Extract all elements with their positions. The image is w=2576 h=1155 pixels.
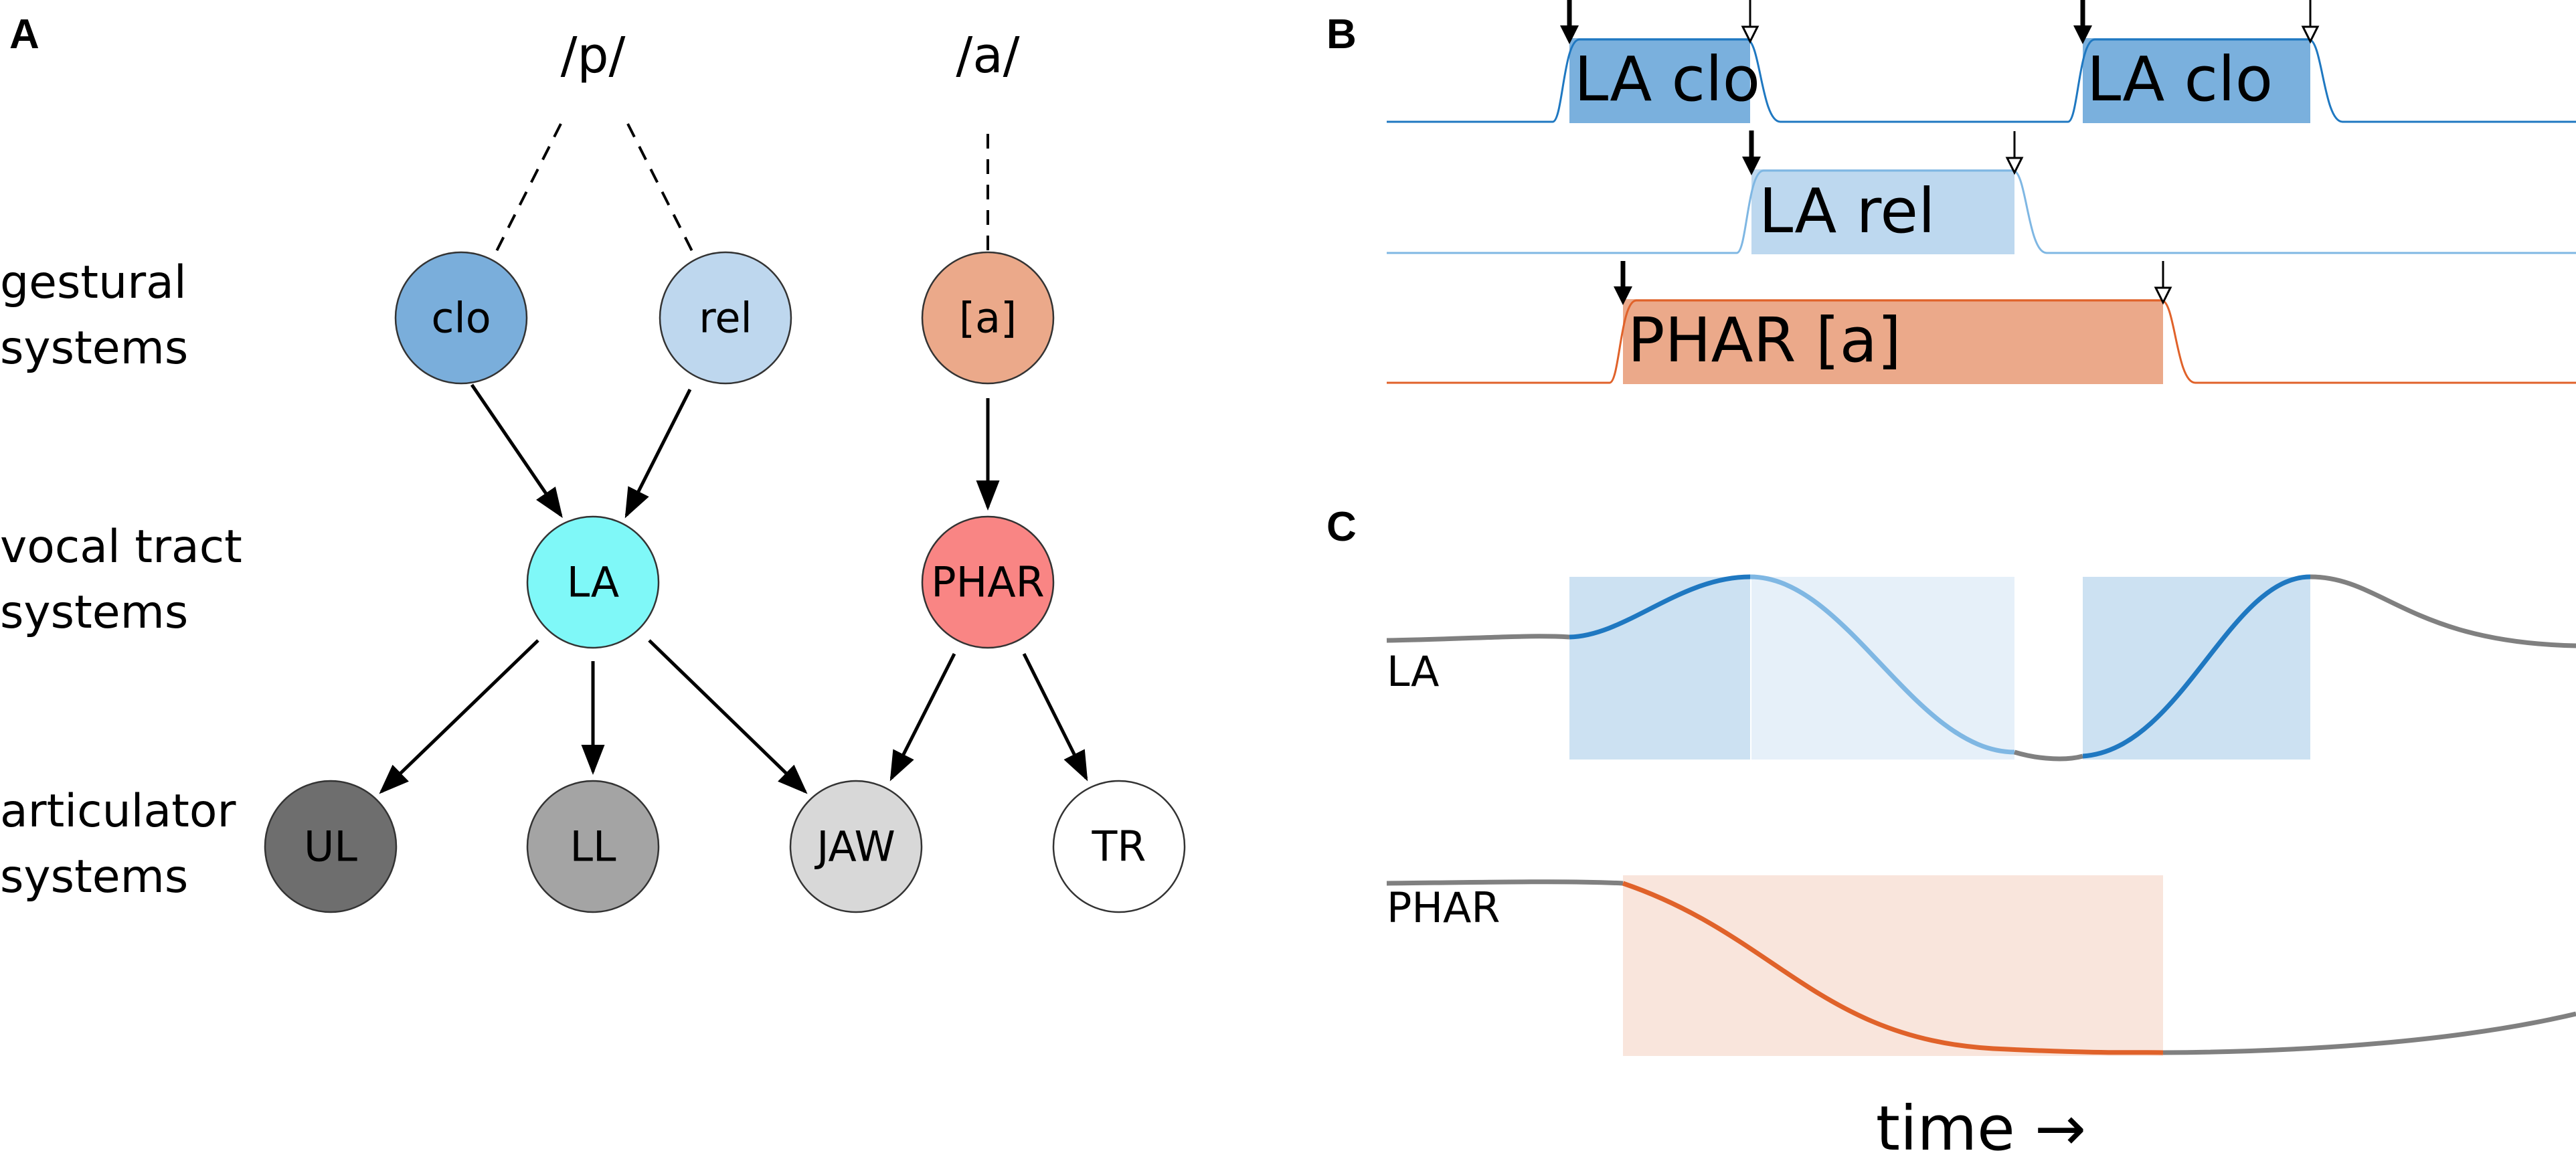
- la-trajectory-rel: [1749, 574, 2015, 755]
- node-rel-circle: [659, 251, 792, 385]
- panel-c: C LA PHAR time →: [1326, 504, 2576, 1155]
- la-trajectory-neutral-start: [1386, 634, 1570, 643]
- la-interval-clo-2: [2083, 577, 2310, 760]
- vocal-label-line1: vocal tract: [0, 521, 242, 573]
- arrow-rel-la: [624, 388, 692, 519]
- la-trajectory-rel-trough: [2013, 749, 2083, 762]
- node-tr: TR: [1052, 780, 1186, 913]
- node-tr-circle: [1052, 780, 1186, 913]
- la-trajectory-clo-1: [1569, 574, 1751, 640]
- gesture-label-la-clo-2: LA clo: [2087, 43, 2273, 115]
- panel-a-letter: A: [9, 11, 39, 58]
- onset-arrow-phar-a: [1614, 261, 1632, 305]
- trajectory-label-la: LA: [1387, 647, 1439, 696]
- node-clo: clo: [394, 251, 528, 385]
- gesture-label-la-clo-1: LA clo: [1574, 43, 1760, 115]
- gesture-box-la-clo-2: [2083, 38, 2310, 123]
- node-phar-circle: [921, 515, 1055, 649]
- gesture-label-la-rel: LA rel: [1759, 175, 1936, 247]
- artic-label-line2: systems: [0, 851, 188, 903]
- activation-line-la-clo: [1387, 38, 2576, 123]
- node-rel-label: rel: [699, 294, 752, 343]
- offset-arrow-la-clo-2: [2301, 0, 2320, 44]
- node-tr-label: TR: [1092, 822, 1146, 871]
- time-axis-label: time →: [1876, 1093, 2086, 1155]
- dash-p-rel: [626, 123, 693, 252]
- phoneme-a: /a/: [956, 27, 1019, 84]
- offset-arrow-la-clo-1: [1741, 0, 1759, 44]
- onset-arrow-la-clo-2: [2073, 0, 2092, 44]
- phoneme-p: /p/: [561, 27, 626, 84]
- node-la-circle: [526, 515, 660, 649]
- node-a: [a]: [921, 251, 1055, 385]
- arrow-phar-jaw: [889, 652, 956, 782]
- arrow-phar-tr: [1022, 652, 1088, 782]
- node-la: LA: [526, 515, 660, 649]
- gestural-label-line2: systems: [0, 322, 188, 375]
- node-clo-label: clo: [431, 294, 491, 343]
- phar-trajectory-neutral-start: [1386, 879, 1624, 886]
- onset-arrow-la-clo-1: [1560, 0, 1579, 44]
- gesture-box-phar-a: [1623, 299, 2163, 384]
- node-phar: PHAR: [921, 515, 1055, 649]
- onset-arrow-la-rel: [1742, 130, 1761, 175]
- node-a-label: [a]: [959, 294, 1017, 343]
- arrow-la-jaw: [648, 639, 808, 794]
- la-interval-clo-1: [1569, 577, 1750, 760]
- node-la-label: LA: [567, 558, 619, 607]
- offset-arrow-phar-a: [2154, 261, 2172, 305]
- gesture-box-la-rel: [1751, 169, 2014, 254]
- node-ul: UL: [264, 780, 398, 913]
- node-rel: rel: [659, 251, 792, 385]
- la-trajectory-neutral-end: [2310, 574, 2576, 648]
- vocal-label-line2: systems: [0, 586, 188, 639]
- node-clo-circle: [394, 251, 528, 385]
- trajectory-label-phar: PHAR: [1387, 883, 1500, 932]
- node-ul-label: UL: [304, 822, 357, 871]
- node-jaw-circle: [789, 780, 923, 913]
- node-jaw: JAW: [789, 780, 923, 913]
- panel-b-letter: B: [1326, 11, 1357, 58]
- phar-trajectory-a: [1622, 881, 2164, 1055]
- dash-p-clo: [495, 123, 562, 252]
- la-trajectory-clo-2: [2082, 574, 2311, 759]
- node-ul-circle: [264, 780, 398, 913]
- node-ll: LL: [526, 780, 660, 913]
- panel-a: A gestural systems vocal tract systems a…: [0, 11, 1186, 913]
- node-ll-label: LL: [570, 822, 616, 871]
- node-ll-circle: [526, 780, 660, 913]
- gestural-label-line1: gestural: [0, 256, 187, 309]
- arrow-la-ul: [379, 639, 539, 794]
- node-phar-label: PHAR: [931, 558, 1045, 607]
- artic-label-line1: articulator: [0, 785, 236, 838]
- arrow-clo-la: [470, 383, 563, 519]
- phar-interval-a: [1623, 875, 2163, 1056]
- gesture-label-phar-a: PHAR [a]: [1628, 304, 1901, 376]
- offset-arrow-la-rel: [2005, 131, 2024, 175]
- node-jaw-label: JAW: [814, 822, 895, 871]
- panel-c-letter: C: [1326, 504, 1357, 550]
- gesture-box-la-clo-1: [1569, 38, 1750, 123]
- phar-trajectory-neutral-end: [2162, 1011, 2576, 1055]
- node-a-circle: [921, 251, 1055, 385]
- panel-b: B LA clo LA clo LA rel PHAR [a]: [1326, 0, 2576, 384]
